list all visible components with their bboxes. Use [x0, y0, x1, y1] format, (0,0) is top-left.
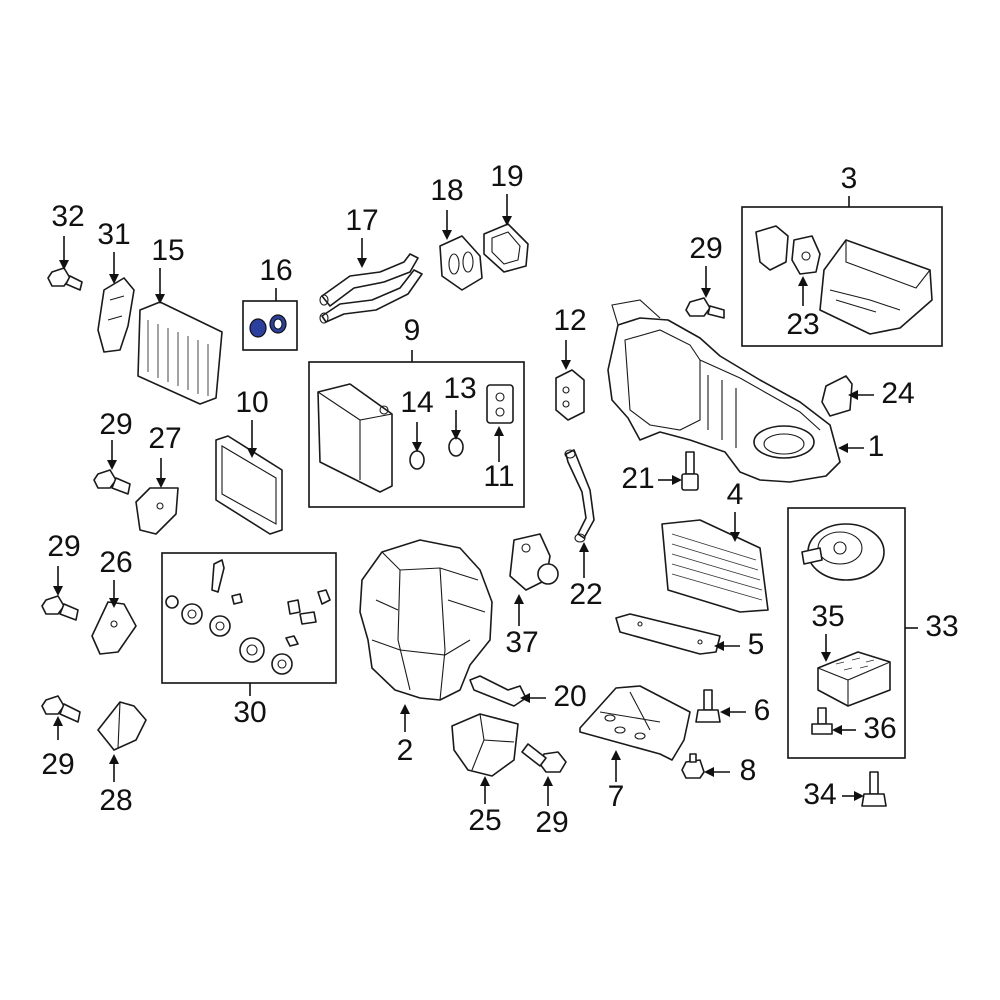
- callout-29-upper-right: 29: [689, 232, 722, 265]
- callout-11: 11: [483, 460, 514, 493]
- callout-24: 24: [881, 377, 914, 410]
- part-23-actuator: [755, 225, 821, 275]
- callout-8: 8: [740, 754, 757, 787]
- callout-6: 6: [754, 694, 771, 727]
- frame-group-16: [242, 300, 298, 351]
- leader-arrows: [53, 194, 874, 806]
- callout-labels: 1 2 3 4 5 6 7 8 9 10 11 12 13 14 15 16 1…: [41, 160, 958, 839]
- part-30-kit: [165, 559, 331, 675]
- frame-group-9: [308, 361, 525, 508]
- part-11-expansion-valve: [486, 384, 514, 424]
- part-29-screw-upper-right: [685, 297, 725, 319]
- callout-5: 5: [748, 628, 765, 661]
- callout-23: 23: [786, 308, 819, 341]
- part-36-screw: [811, 707, 833, 735]
- callout-31: 31: [97, 218, 130, 251]
- callout-3: 3: [841, 162, 858, 195]
- part-1-housing: [607, 299, 841, 483]
- part-25-block: [451, 713, 519, 777]
- callout-29-left-upper: 29: [99, 408, 132, 441]
- callout-22: 22: [569, 578, 602, 611]
- callout-26: 26: [99, 546, 132, 579]
- part-17-pipes: [319, 253, 423, 324]
- callout-27: 27: [148, 422, 181, 455]
- part-10-filter-frame: [215, 435, 283, 535]
- part-2-lower-housing: [359, 539, 493, 701]
- callout-1: 1: [868, 430, 885, 463]
- callout-21: 21: [621, 462, 654, 495]
- callout-30: 30: [233, 696, 266, 729]
- part-24-actuator: [821, 375, 853, 417]
- part-5-plate: [615, 613, 721, 655]
- callout-34: 34: [803, 778, 836, 811]
- callout-16: 16: [259, 254, 292, 287]
- part-31-bracket: [97, 277, 135, 353]
- callout-29-left-lower: 29: [41, 748, 74, 781]
- part-16-clips: [249, 314, 287, 338]
- callout-28: 28: [99, 784, 132, 817]
- part-18-gasket: [439, 235, 483, 291]
- callout-25: 25: [468, 804, 501, 837]
- frame-group-3: [741, 206, 943, 347]
- part-6-bolt: [695, 689, 721, 723]
- callout-33: 33: [925, 610, 958, 643]
- callout-4: 4: [727, 478, 744, 511]
- part-13-o-ring: [448, 437, 464, 457]
- callout-17: 17: [345, 204, 378, 237]
- part-3-duct: [819, 239, 933, 335]
- callout-32: 32: [51, 200, 84, 233]
- callout-12: 12: [553, 304, 586, 337]
- callout-37: 37: [505, 626, 538, 659]
- callout-19: 19: [490, 160, 523, 193]
- callout-10: 10: [235, 386, 268, 419]
- callout-29-left-middle: 29: [47, 530, 80, 563]
- part-29-screw-bottom: [521, 743, 567, 773]
- callout-13: 13: [443, 372, 476, 405]
- part-27-bracket: [135, 487, 179, 535]
- part-8-nut: [681, 753, 705, 779]
- part-28-bracket: [97, 701, 147, 751]
- part-35-resistor: [817, 651, 891, 707]
- part-37-valve: [509, 533, 559, 591]
- callout-14: 14: [400, 386, 433, 419]
- part-32-screw: [47, 267, 83, 291]
- callout-7: 7: [608, 780, 625, 813]
- part-20-sensor: [469, 675, 527, 707]
- frame-group-33: [787, 507, 906, 759]
- part-26-bracket: [91, 601, 137, 655]
- part-7-tray: [579, 685, 691, 761]
- part-4-filter: [661, 519, 769, 613]
- part-15-heater-core: [137, 301, 223, 405]
- part-34-bolt: [861, 771, 887, 807]
- callout-36: 36: [863, 712, 896, 745]
- part-12-sensor: [555, 369, 585, 421]
- callout-15: 15: [151, 234, 184, 267]
- part-14-o-ring: [409, 450, 425, 470]
- callout-18: 18: [430, 174, 463, 207]
- callout-35: 35: [811, 600, 844, 633]
- part-29-screw-left-middle: [41, 595, 79, 621]
- frame-group-30: [161, 552, 337, 684]
- part-22-hose: [564, 449, 595, 543]
- callout-9: 9: [404, 314, 421, 347]
- part-19-seal: [483, 223, 529, 273]
- callout-29-bottom: 29: [535, 806, 568, 839]
- part-29-screw-left-lower: [41, 695, 81, 723]
- part-29-screw-left-upper: [93, 469, 131, 495]
- part-33-blower-motor: [801, 523, 885, 581]
- part-9-evaporator: [317, 383, 393, 493]
- callout-20: 20: [553, 680, 586, 713]
- callout-2: 2: [397, 734, 414, 767]
- group-frames: [161, 196, 943, 759]
- part-21-sensor: [681, 451, 699, 491]
